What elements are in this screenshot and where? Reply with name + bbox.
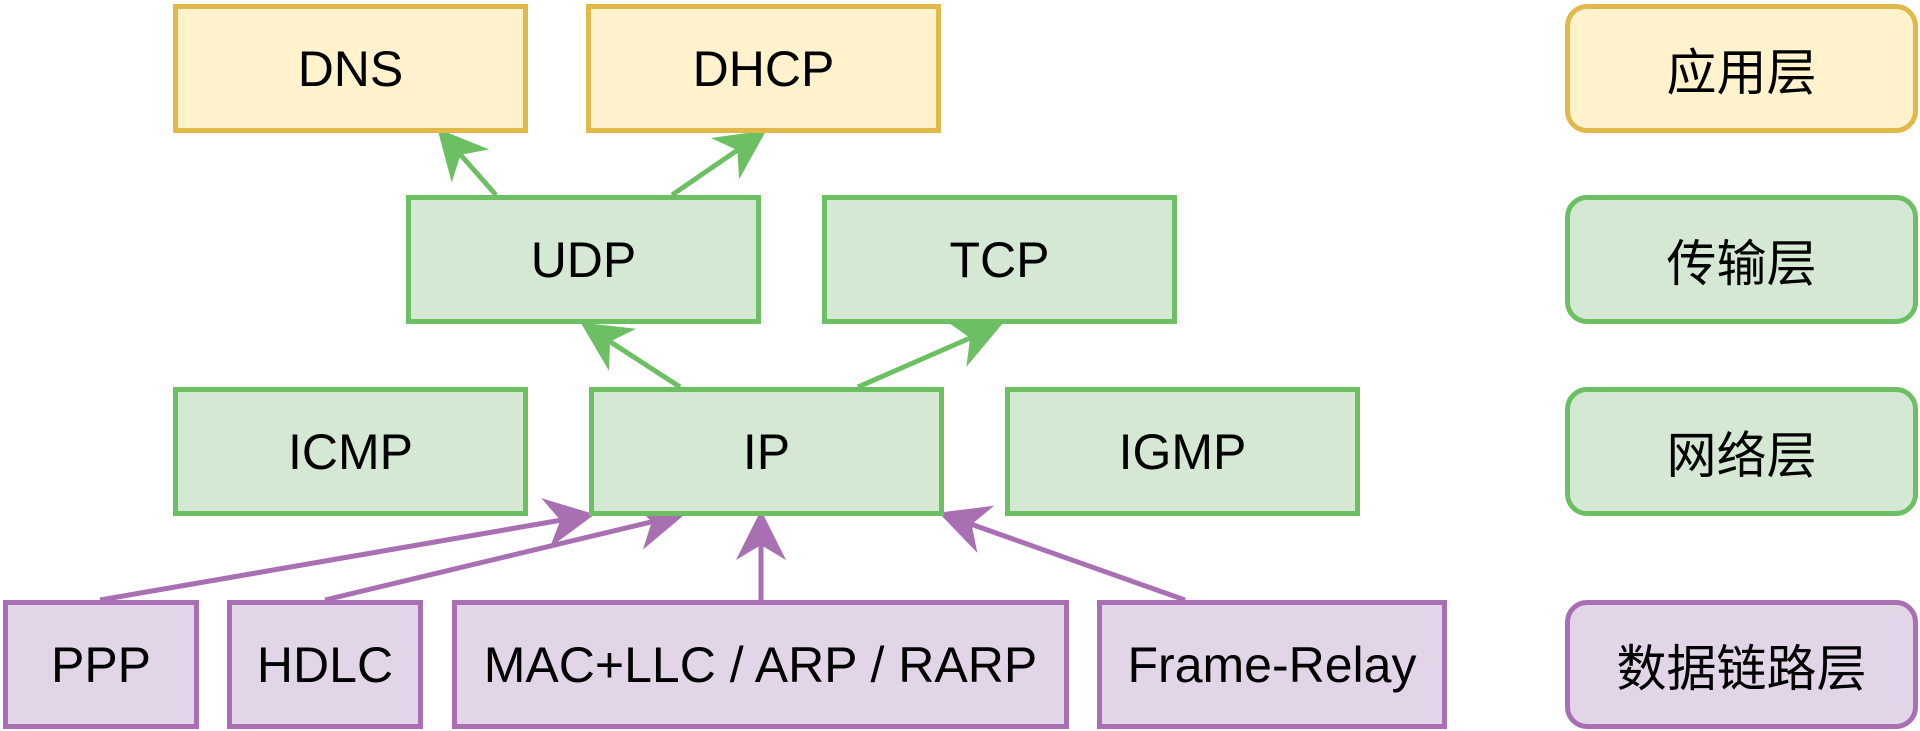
datalink-layer-box: 数据链路层 <box>1565 600 1918 729</box>
tcp-box: TCP <box>822 195 1177 324</box>
hdlc-label: HDLC <box>256 636 394 693</box>
hdlc-box: HDLC <box>227 600 423 729</box>
application-layer-box: 应用层 <box>1565 4 1918 133</box>
icmp-box: ICMP <box>173 387 528 516</box>
arrow-frame-to-ip <box>938 505 1186 603</box>
arrow-udp-to-dhcp <box>670 130 767 198</box>
icmp-label: ICMP <box>288 423 413 480</box>
tcp-label: TCP <box>949 231 1050 288</box>
udp-box: UDP <box>406 195 761 324</box>
igmp-box: IGMP <box>1005 387 1360 516</box>
transport-layer-box: 传输层 <box>1565 195 1918 324</box>
ppp-label: PPP <box>50 636 152 693</box>
transport-layer-label: 传输层 <box>1666 235 1817 292</box>
arrow-ppp-to-ip <box>99 498 595 603</box>
dns-label: DNS <box>297 40 404 97</box>
arrow-ip-to-tcp <box>856 321 1003 390</box>
ip-box: IP <box>589 387 944 516</box>
ppp-box: PPP <box>3 600 199 729</box>
network-layer-box: 网络层 <box>1565 387 1918 516</box>
datalink-layer-label: 数据链路层 <box>1616 640 1867 697</box>
udp-label: UDP <box>530 231 637 288</box>
arrow-udp-to-dns <box>437 128 498 197</box>
arrow-ip-to-udp <box>580 322 682 390</box>
dns-box: DNS <box>173 4 528 133</box>
arrow-hdlc-to-ip <box>324 500 686 603</box>
mac-llc-arp-rarp-label: MAC+LLC / ARP / RARP <box>483 636 1038 693</box>
application-layer-label: 应用层 <box>1666 44 1817 101</box>
dhcp-label: DHCP <box>692 40 835 97</box>
mac-llc-arp-rarp-box: MAC+LLC / ARP / RARP <box>452 600 1069 729</box>
ip-label: IP <box>742 423 791 480</box>
dhcp-box: DHCP <box>586 4 941 133</box>
frame-relay-label: Frame-Relay <box>1127 636 1417 693</box>
igmp-label: IGMP <box>1118 423 1247 480</box>
frame-relay-box: Frame-Relay <box>1097 600 1447 729</box>
network-layer-label: 网络层 <box>1666 427 1817 484</box>
